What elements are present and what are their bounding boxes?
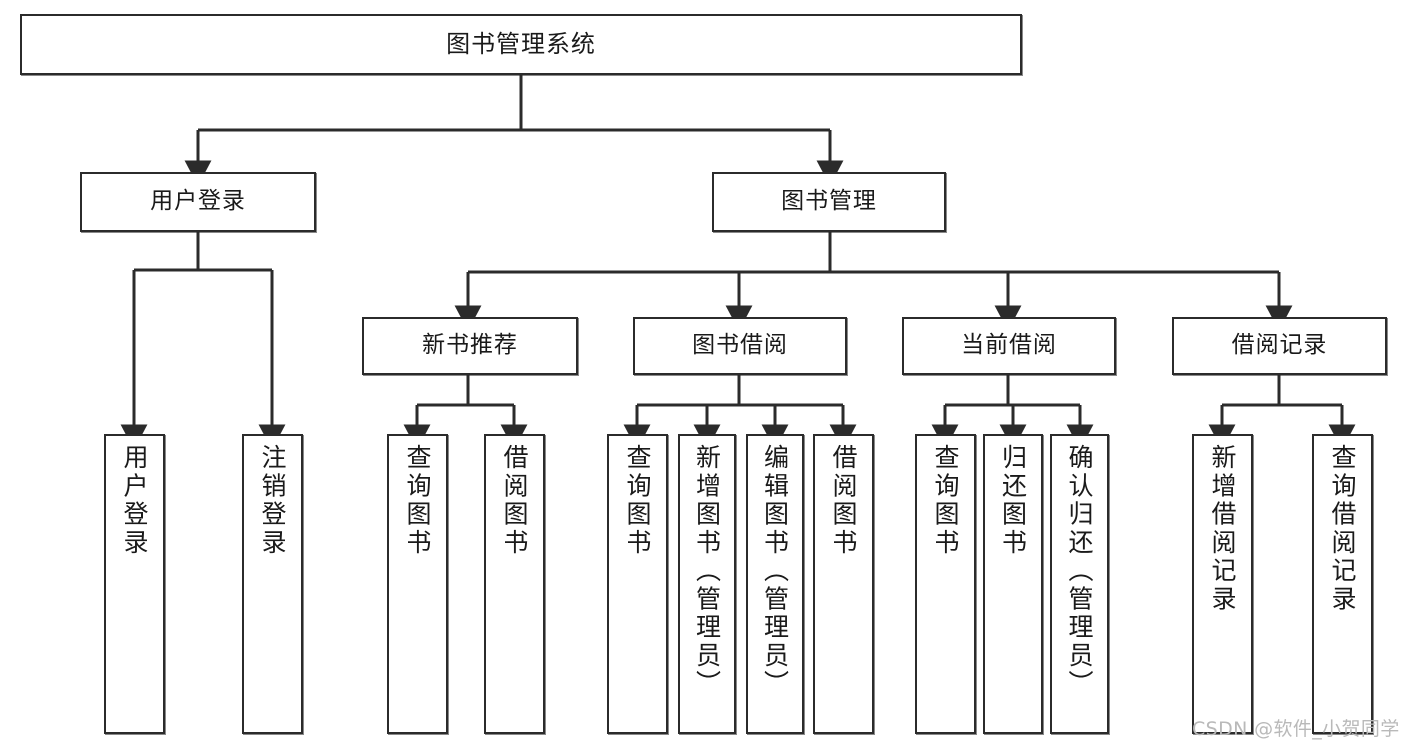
node-leaf-query-book-1[interactable]: 查询图书 bbox=[387, 434, 448, 734]
node-leaf-query-book-2[interactable]: 查询图书 bbox=[607, 434, 668, 734]
node-leaf-user-login[interactable]: 用户登录 bbox=[104, 434, 165, 734]
node-leaf-query-book-2-label: 查询图书 bbox=[623, 444, 652, 557]
node-book-borrow[interactable]: 图书借阅 bbox=[633, 317, 847, 375]
node-leaf-add-book[interactable]: 新增图书（管理员） bbox=[678, 434, 736, 734]
node-leaf-borrow-book-1-label: 借阅图书 bbox=[500, 444, 529, 557]
node-user-login-label: 用户登录 bbox=[150, 188, 246, 215]
node-leaf-edit-book-label: 编辑图书（管理员） bbox=[760, 444, 790, 699]
node-leaf-confirm-return[interactable]: 确认归还（管理员） bbox=[1050, 434, 1109, 734]
node-leaf-return-book-label: 归还图书 bbox=[998, 444, 1028, 557]
node-leaf-user-logout[interactable]: 注销登录 bbox=[242, 434, 303, 734]
node-current-borrow[interactable]: 当前借阅 bbox=[902, 317, 1116, 375]
node-leaf-user-logout-label: 注销登录 bbox=[258, 444, 287, 557]
node-book-management-label: 图书管理 bbox=[781, 188, 877, 215]
node-leaf-query-record-label: 查询借阅记录 bbox=[1328, 444, 1357, 614]
node-leaf-add-book-label: 新增图书（管理员） bbox=[692, 444, 722, 699]
node-root[interactable]: 图书管理系统 bbox=[20, 14, 1022, 75]
node-leaf-confirm-return-label: 确认归还（管理员） bbox=[1065, 444, 1094, 699]
node-user-login[interactable]: 用户登录 bbox=[80, 172, 316, 232]
node-leaf-return-book[interactable]: 归还图书 bbox=[983, 434, 1043, 734]
node-current-borrow-label: 当前借阅 bbox=[961, 332, 1057, 359]
node-leaf-query-record[interactable]: 查询借阅记录 bbox=[1312, 434, 1373, 734]
node-borrow-record[interactable]: 借阅记录 bbox=[1172, 317, 1387, 375]
node-leaf-borrow-book-2[interactable]: 借阅图书 bbox=[813, 434, 874, 734]
node-leaf-borrow-book-2-label: 借阅图书 bbox=[829, 444, 858, 557]
node-leaf-query-book-3-label: 查询图书 bbox=[931, 444, 960, 557]
node-leaf-query-book-3[interactable]: 查询图书 bbox=[915, 434, 976, 734]
node-root-label: 图书管理系统 bbox=[446, 30, 596, 59]
node-leaf-edit-book[interactable]: 编辑图书（管理员） bbox=[746, 434, 804, 734]
watermark-text: CSDN @软件_小贺同学 bbox=[1192, 718, 1400, 740]
node-leaf-add-record-label: 新增借阅记录 bbox=[1208, 444, 1237, 614]
node-new-book-recommend[interactable]: 新书推荐 bbox=[362, 317, 578, 375]
node-borrow-record-label: 借阅记录 bbox=[1231, 332, 1328, 359]
node-leaf-user-login-label: 用户登录 bbox=[120, 444, 149, 557]
node-leaf-add-record[interactable]: 新增借阅记录 bbox=[1192, 434, 1253, 734]
node-book-management[interactable]: 图书管理 bbox=[712, 172, 946, 232]
node-leaf-borrow-book-1[interactable]: 借阅图书 bbox=[484, 434, 545, 734]
node-book-borrow-label: 图书借阅 bbox=[692, 332, 788, 359]
node-new-book-recommend-label: 新书推荐 bbox=[422, 332, 518, 359]
node-leaf-query-book-1-label: 查询图书 bbox=[403, 444, 432, 557]
